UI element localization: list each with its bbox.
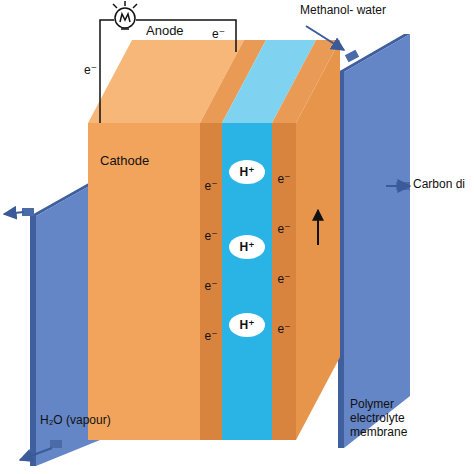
part-label: Anode — [146, 24, 184, 39]
flow-label: H₂O (vapour) — [40, 414, 111, 428]
flow-label: Carbon di — [413, 178, 465, 192]
external-circuit — [100, 1, 236, 124]
ion-label: H⁺ — [240, 165, 255, 179]
electron-label: e⁻ — [277, 273, 290, 287]
cathode-slab: Cathode — [88, 123, 200, 440]
cell-stack — [88, 40, 340, 440]
electron-label: e⁻ — [84, 64, 97, 78]
electron-label: e⁻ — [277, 173, 290, 187]
proton-ellipse: H⁺ — [229, 160, 265, 184]
electron-label: e⁻ — [277, 223, 290, 237]
end-plate — [338, 34, 410, 448]
electron-label: e⁻ — [212, 28, 225, 42]
electron-label: e⁻ — [277, 323, 290, 337]
flow-arrow — [4, 26, 410, 460]
ion-label: H⁺ — [240, 318, 255, 332]
flow-label: Methanol- water — [300, 4, 386, 18]
part-label: Cathode — [100, 153, 192, 168]
electron-label: e⁻ — [204, 280, 217, 294]
part-label: Polymer electrolyte membrane — [350, 398, 430, 439]
electron-label: e⁻ — [204, 230, 217, 244]
proton-ellipse: H⁺ — [229, 235, 265, 259]
ion-label: H⁺ — [240, 240, 255, 254]
electron-label: e⁻ — [204, 330, 217, 344]
proton-ellipse: H⁺ — [229, 313, 265, 337]
electron-label: e⁻ — [204, 180, 217, 194]
